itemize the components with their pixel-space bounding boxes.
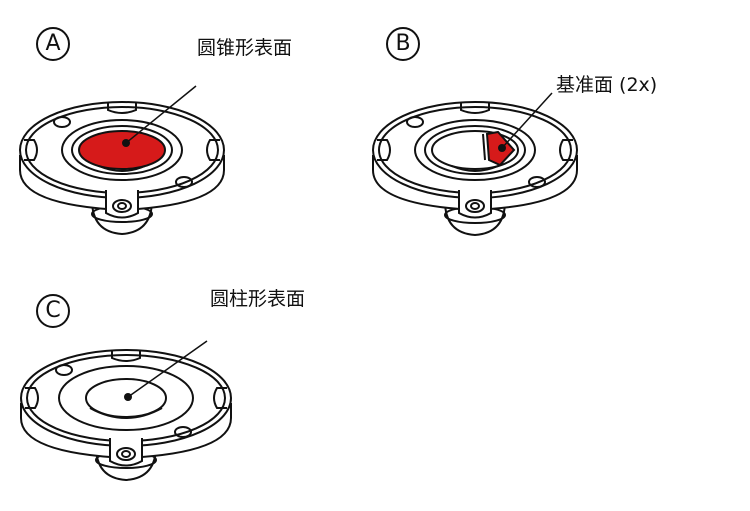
conical-surface-highlight [78, 130, 166, 170]
flange-a [19, 101, 225, 236]
panel-b-leader-line [501, 92, 553, 149]
flange-b [372, 101, 578, 237]
panel-c-leader-line [127, 340, 208, 398]
panel-a-badge-letter: A [45, 31, 61, 56]
panel-c-badge: C [36, 294, 70, 328]
panel-b-leader-dot [498, 144, 506, 152]
panel-a-badge: A [36, 27, 70, 61]
panel-c-badge-letter: C [45, 298, 61, 323]
panel-b-badge: B [386, 27, 420, 61]
panel-a-label: 圆锥形表面 [197, 37, 293, 59]
panel-a-leader-line [125, 85, 197, 144]
flange-c [20, 349, 232, 482]
panel-b-badge-letter: B [395, 31, 411, 56]
panel-b-label: 基准面 (2x) [556, 74, 658, 96]
panel-c-label: 圆柱形表面 [210, 288, 306, 310]
panel-c-leader-dot [124, 393, 132, 401]
panel-a-leader-dot [122, 139, 130, 147]
